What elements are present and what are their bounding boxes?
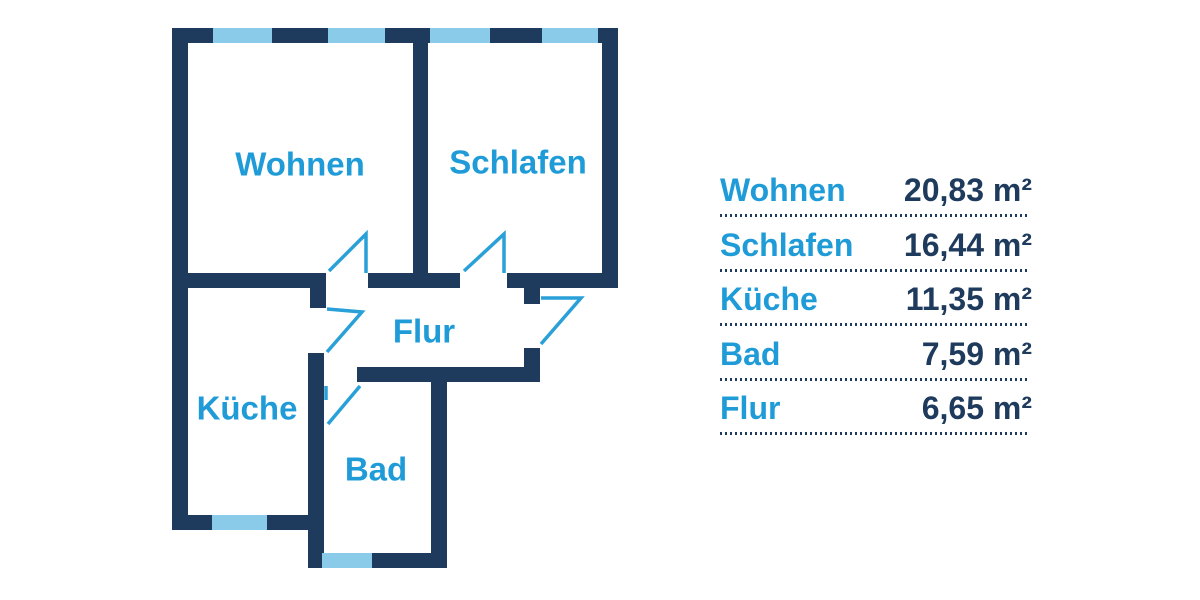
room-area: 11,35 m²: [905, 281, 1032, 317]
area-table: Wohnen 20,83 m² Schlafen 16,44 m² Küche …: [720, 172, 1032, 445]
kueche-door-swing: [325, 307, 366, 354]
room-name: Wohnen: [720, 172, 846, 208]
wall-bad-right: [431, 382, 447, 568]
wall-stub-wohnen-door: [310, 288, 326, 308]
room-area: 16,44 m²: [903, 226, 1032, 263]
wall-kueche-bad-divider: [308, 353, 324, 568]
room-label-wohnen: Wohnen: [235, 146, 365, 183]
floor-plan: Wohnen Schlafen Küche Flur Bad: [172, 28, 618, 568]
wall-stub-entrance-bottom: [524, 348, 540, 368]
window-schlafen-2: [542, 28, 598, 43]
entrance-door-swing: [539, 296, 585, 346]
room-label-flur: Flur: [393, 313, 455, 350]
wall-interior-middle: [368, 273, 460, 288]
wall-top-exterior: [172, 28, 618, 43]
room-area: 7,59 m²: [921, 335, 1032, 372]
table-row: Wohnen 20,83 m²: [720, 172, 1032, 227]
table-row: Küche 11,35 m²: [720, 281, 1032, 336]
table-row: Schlafen 16,44 m²: [720, 227, 1032, 282]
window-kueche: [212, 515, 267, 530]
wall-interior-left: [172, 273, 326, 288]
room-label-bad: Bad: [345, 451, 407, 488]
bad-door-diag: [326, 384, 362, 426]
wall-wohnen-schlafen-divider: [413, 43, 428, 288]
bad-door-swing: [324, 384, 362, 426]
window-schlafen-1: [430, 28, 490, 43]
wall-flur-bottom: [357, 367, 540, 382]
wohnen-door-swing: [327, 229, 368, 273]
room-labels: Wohnen Schlafen Küche Flur Bad: [197, 144, 587, 488]
room-name: Schlafen: [720, 226, 854, 263]
room-name: Küche: [720, 281, 818, 317]
schlafen-door-swing: [462, 229, 506, 273]
table-row: Bad 7,59 m²: [720, 336, 1032, 391]
wall-right-exterior: [602, 28, 618, 288]
room-area: 20,83 m²: [903, 172, 1032, 208]
window-bad: [322, 553, 372, 568]
window-wohnen-2: [328, 28, 385, 43]
room-name: Flur: [720, 390, 781, 426]
wall-schlafen-bottom: [507, 273, 618, 288]
wall-stub-entrance-top: [524, 288, 540, 304]
room-label-schlafen: Schlafen: [449, 144, 587, 181]
windows: [212, 28, 598, 568]
room-name: Bad: [720, 335, 781, 372]
room-area: 6,65 m²: [921, 390, 1032, 426]
table-row: Flur 6,65 m²: [720, 390, 1032, 445]
doors: [324, 229, 585, 426]
window-wohnen-1: [213, 28, 272, 43]
room-label-kueche: Küche: [197, 390, 298, 427]
